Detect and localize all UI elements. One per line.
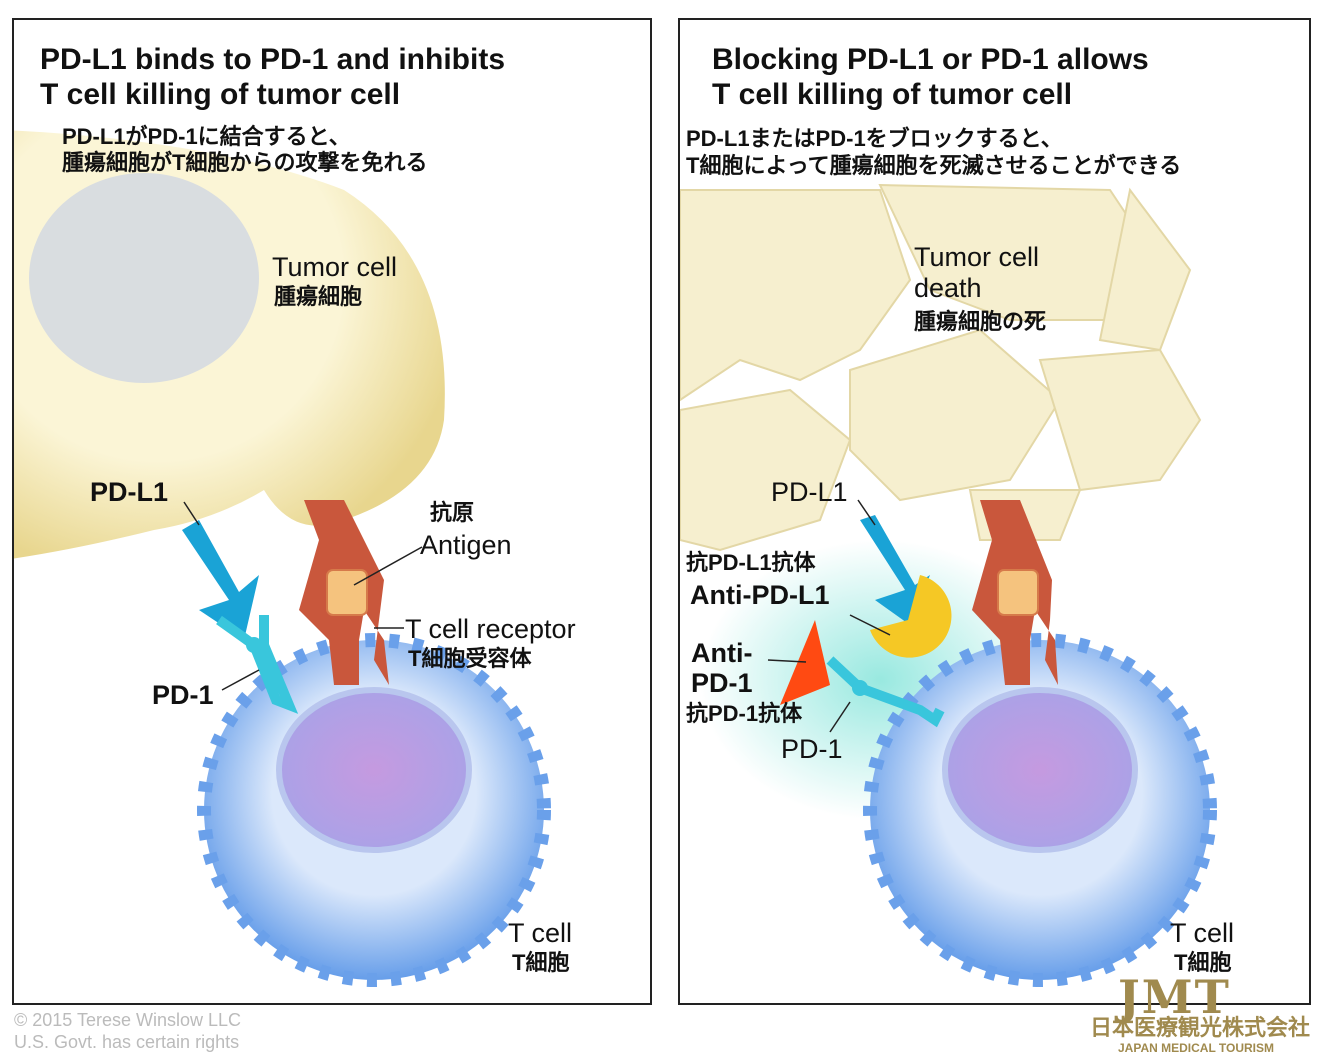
t-cell-label: T cell xyxy=(508,918,573,948)
antigen xyxy=(326,569,368,616)
jmt-logo-mark: JMT xyxy=(1118,970,1231,1024)
tcr-jp-label: T細胞受容体 xyxy=(408,646,532,671)
left-jp-line2: 腫瘍細胞がT細胞からの攻撃を免れる xyxy=(62,150,428,175)
right-jp-line2: T細胞によって腫瘍細胞を死滅させることができる xyxy=(686,153,1182,178)
tcr-label: T cell receptor xyxy=(405,614,576,644)
copyright-line1: © 2015 Terese Winslow LLC xyxy=(14,1010,242,1030)
left-panel: PD-L1 binds to PD-1 and inhibits T cell … xyxy=(12,18,652,1005)
pd-l1-molecule xyxy=(182,520,259,640)
t-cell-nucleus xyxy=(942,687,1138,853)
t-cell-jp-label: T細胞 xyxy=(1174,950,1232,975)
tumor-nucleus xyxy=(29,173,259,383)
right-jp-line1: PD-L1またはPD-1をブロックすると、 xyxy=(686,126,1063,151)
antigen-jp-label: 抗原 xyxy=(430,500,475,525)
anti-pd-1-jp-label: 抗PD-1抗体 xyxy=(686,701,803,726)
anti-pd-1-label-1: Anti- xyxy=(691,638,753,668)
left-title-line1: PD-L1 binds to PD-1 and inhibits xyxy=(40,43,505,76)
pd-l1-label: PD-L1 xyxy=(771,477,848,507)
right-panel: Blocking PD-L1 or PD-1 allows T cell kil… xyxy=(678,18,1311,1005)
tumor-death-label-2: death xyxy=(914,273,982,303)
left-jp-line1: PD-L1がPD-1に結合すると、 xyxy=(62,124,351,149)
copyright-line2: U.S. Govt. has certain rights xyxy=(14,1032,240,1052)
pd-1-joint xyxy=(246,637,262,653)
pd-1-joint xyxy=(852,680,868,696)
right-title-line1: Blocking PD-L1 or PD-1 allows xyxy=(712,43,1149,76)
antigen xyxy=(997,569,1039,616)
t-cell-label: T cell xyxy=(1170,918,1235,948)
anti-pd-l1-antibody xyxy=(870,575,952,658)
tumor-death-jp-label: 腫瘍細胞の死 xyxy=(914,309,1047,334)
right-title-line2: T cell killing of tumor cell xyxy=(712,78,1073,111)
antigen-label: Antigen xyxy=(420,530,512,560)
pd1-blocking-illustration xyxy=(680,183,1217,987)
tumor-cell-jp-label: 腫瘍細胞 xyxy=(274,284,363,309)
logo-en-name: JAPAN MEDICAL TOURISM xyxy=(1118,1041,1275,1055)
anti-pd-l1-label: Anti-PD-L1 xyxy=(690,580,830,610)
pd1-binding-illustration xyxy=(14,130,551,987)
pd-1-molecule xyxy=(826,656,945,728)
pd-l1-molecule xyxy=(860,515,930,625)
tumor-fragments xyxy=(680,183,1202,552)
left-title-line2: T cell killing of tumor cell xyxy=(40,78,401,111)
tumor-death-label-1: Tumor cell xyxy=(914,242,1040,272)
logo-jp-name: 日本医療観光株式会社 xyxy=(1090,1015,1311,1040)
anti-pd-l1-jp-label: 抗PD-L1抗体 xyxy=(686,550,816,575)
pd-1-label: PD-1 xyxy=(152,680,214,710)
pd-l1-label: PD-L1 xyxy=(90,477,169,507)
t-cell-jp-label: T細胞 xyxy=(512,950,570,975)
tumor-cell-label: Tumor cell xyxy=(272,252,398,282)
pd-1-label: PD-1 xyxy=(781,734,843,764)
anti-pd-1-label-2: PD-1 xyxy=(691,668,753,698)
t-cell-nucleus xyxy=(276,687,472,853)
